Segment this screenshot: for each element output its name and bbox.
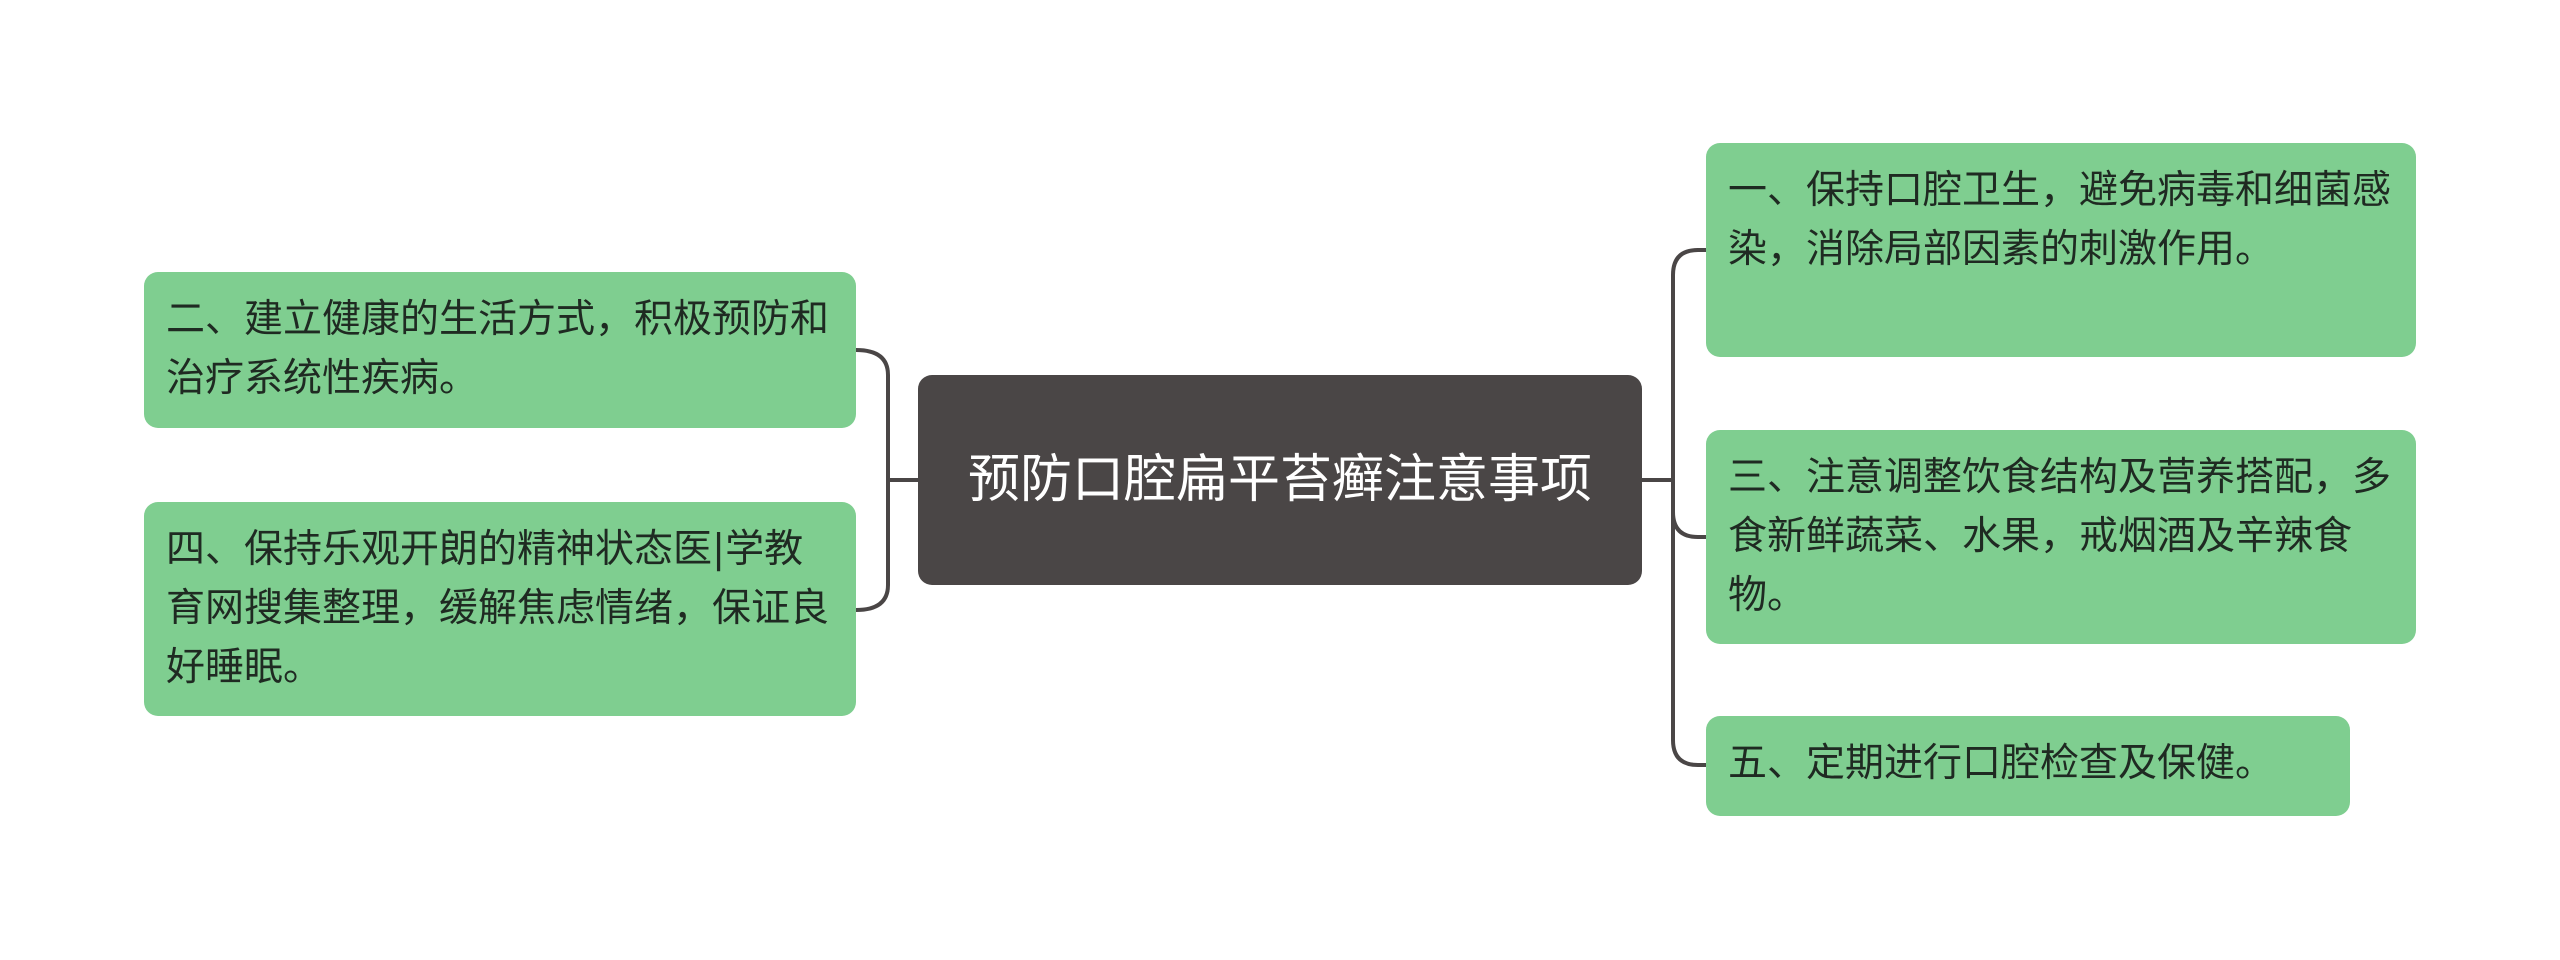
root-topic[interactable]: 预防口腔扁平苔癣注意事项	[918, 375, 1642, 585]
connector-to-branch-1	[1671, 248, 1700, 482]
branch-topic-4-label: 四、保持乐观开朗的精神状态医|学教育网搜集整理，缓解焦虑情绪，保证良好睡眠。	[166, 527, 830, 690]
branch-topic-1-label: 一、保持口腔卫生，避免病毒和细菌感染，消除局部因素的刺激作用。	[1728, 168, 2392, 272]
root-topic-label: 预防口腔扁平苔癣注意事项	[967, 450, 1592, 510]
branch-topic-4[interactable]: 四、保持乐观开朗的精神状态医|学教育网搜集整理，缓解焦虑情绪，保证良好睡眠。	[144, 502, 856, 716]
branch-topic-2-label: 二、建立健康的生活方式，积极预防和治疗系统性疾病。	[166, 297, 830, 401]
connector-to-branch-4	[854, 478, 890, 612]
connector-to-branch-2	[854, 348, 890, 482]
connector-to-branch-5	[1671, 478, 1708, 767]
branch-topic-3[interactable]: 三、注意调整饮食结构及营养搭配，多食新鲜蔬菜、水果，戒烟酒及辛辣食物。	[1706, 430, 2416, 644]
branch-topic-5-label: 五、定期进行口腔检查及保健。	[1728, 741, 2275, 786]
branch-topic-5[interactable]: 五、定期进行口腔检查及保健。	[1706, 716, 2350, 816]
branch-topic-3-label: 三、注意调整饮食结构及营养搭配，多食新鲜蔬菜、水果，戒烟酒及辛辣食物。	[1728, 455, 2392, 618]
branch-topic-1[interactable]: 一、保持口腔卫生，避免病毒和细菌感染，消除局部因素的刺激作用。	[1706, 143, 2416, 357]
connector-to-branch-3	[1671, 478, 1708, 539]
branch-topic-2[interactable]: 二、建立健康的生活方式，积极预防和治疗系统性疾病。	[144, 272, 856, 428]
